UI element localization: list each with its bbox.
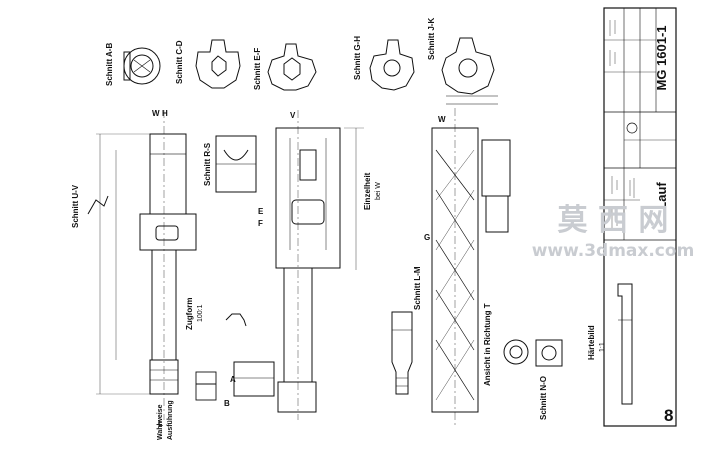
section-e-f-view — [267, 43, 317, 91]
section-u-v-profile — [87, 195, 109, 215]
cut-letter-w: W — [438, 115, 446, 124]
zugform-profile — [225, 313, 247, 327]
section-label-u-v: Schnitt U-V — [71, 184, 80, 228]
section-r-s-view — [215, 135, 257, 193]
section-label-n-o: Schnitt N-O — [539, 376, 548, 420]
title-block — [603, 7, 677, 427]
section-label-l-m: Schnitt L-M — [413, 266, 422, 310]
cut-letter-e: E — [258, 207, 264, 216]
wahlweise-label: Wahlweise — [157, 404, 164, 440]
section-n-o-view — [503, 339, 563, 367]
cut-letter-h: H — [162, 109, 168, 118]
section-a-b-view — [123, 47, 161, 85]
ausfuehrung-label: Ausführung — [167, 400, 174, 440]
section-j-k-view — [441, 37, 498, 105]
part-name: Lauf — [654, 182, 669, 210]
section-c-d-view — [195, 39, 241, 89]
section-label-r-s: Schnitt R-S — [203, 142, 212, 186]
section-label-c-d: Schnitt C-D — [175, 40, 184, 84]
rifled-barrel-view — [431, 108, 511, 425]
barrel-elevation-center — [233, 110, 364, 420]
cut-letter-t: V — [290, 111, 296, 120]
section-label-a-b: Schnitt A-B — [105, 43, 114, 86]
chamber-view — [391, 311, 413, 395]
watermark: 莫 西 网 www.3dmax.com — [532, 203, 695, 261]
cut-letter-g: G — [424, 233, 430, 242]
haertebild-view — [617, 283, 633, 405]
section-label-g-h: Schnitt G-H — [353, 36, 362, 80]
cut-letter-u: W — [152, 109, 160, 118]
haertebild-label: Härtebild — [587, 325, 596, 360]
einzelheit-scale: bei W — [375, 182, 382, 200]
watermark-url: www.3dmax.com — [532, 241, 695, 261]
drawing-number: MG 1601-1 — [654, 25, 669, 90]
watermark-chinese: 莫 西 网 — [558, 203, 669, 238]
section-label-j-k: Schnitt J-K — [427, 18, 436, 60]
einzelheit-label: Einzelheit — [363, 172, 372, 210]
haertebild-scale: 1:1 — [599, 342, 606, 352]
zugform-label: Zugform — [185, 298, 194, 330]
cut-letter-l: L — [158, 419, 163, 428]
page-number: 8 — [664, 406, 674, 425]
section-g-h-view — [369, 39, 415, 91]
zugform-scale: 100:1 — [197, 304, 204, 322]
cut-letter-f: F — [258, 219, 263, 228]
barrel-elevation-left — [96, 110, 197, 420]
ansicht-label: Ansicht in Richtung T — [483, 303, 492, 386]
muzzle-option-detail — [195, 371, 217, 401]
cut-letter-b: B — [224, 399, 230, 408]
cut-letter-a: A — [230, 375, 236, 384]
section-label-e-f: Schnitt E-F — [253, 48, 262, 90]
